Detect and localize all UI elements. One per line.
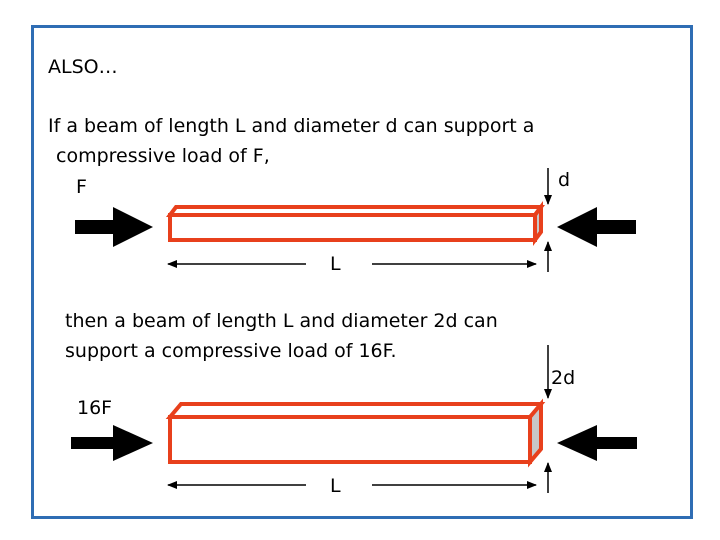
force-arrow-right-1 (557, 207, 636, 247)
beam-2-front (168, 415, 532, 464)
conclusion-line-1: then a beam of length L and diameter 2d … (65, 310, 498, 332)
beam-2 (165, 398, 546, 468)
length-label-1: L (330, 253, 341, 275)
beam-1-front (168, 213, 537, 242)
heading: ALSO… (48, 56, 118, 78)
slide-frame (31, 25, 693, 519)
conclusion-line-2: support a compressive load of 16F. (65, 340, 397, 362)
diameter-label-2: 2d (551, 367, 576, 389)
force-label-1: F (76, 176, 87, 198)
statement-line-2: compressive load of F, (56, 145, 270, 167)
diameter-label-1: d (558, 169, 571, 191)
length-label-2: L (330, 475, 341, 497)
force-arrow-left-1 (75, 207, 153, 247)
statement-line-1: If a beam of length L and diameter d can… (48, 115, 535, 137)
force-arrow-left-2 (71, 425, 153, 461)
force-label-2: 16F (77, 397, 113, 419)
beam-1 (166, 201, 545, 246)
force-arrow-right-2 (557, 425, 637, 461)
